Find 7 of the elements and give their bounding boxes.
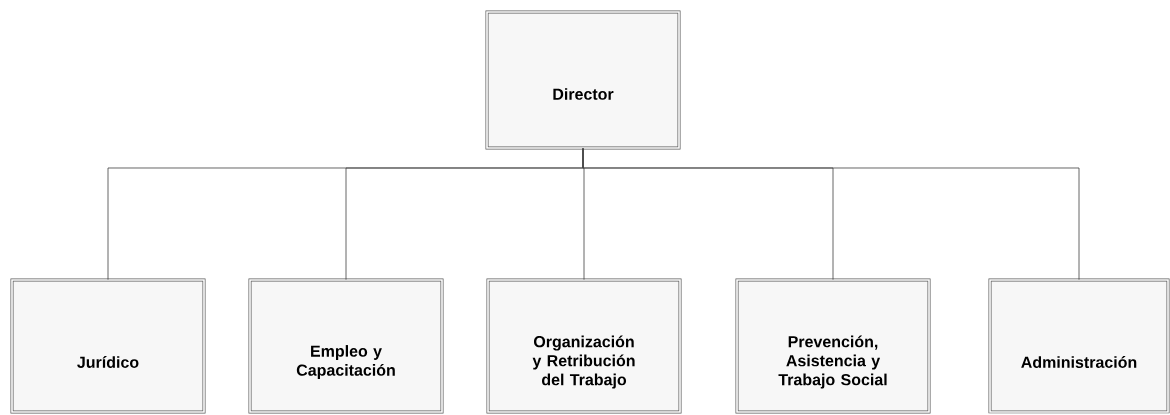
org-box: Administración xyxy=(988,278,1170,414)
org-box: Prevención, Asistencia y Trabajo Social xyxy=(735,278,931,414)
connector xyxy=(582,147,1080,281)
org-box: Organización y Retribución del Trabajo xyxy=(486,278,682,414)
org-box: Director xyxy=(485,10,681,150)
org-box: Empleo y Capacitación xyxy=(248,278,444,414)
org-box: Jurídico xyxy=(10,278,206,414)
